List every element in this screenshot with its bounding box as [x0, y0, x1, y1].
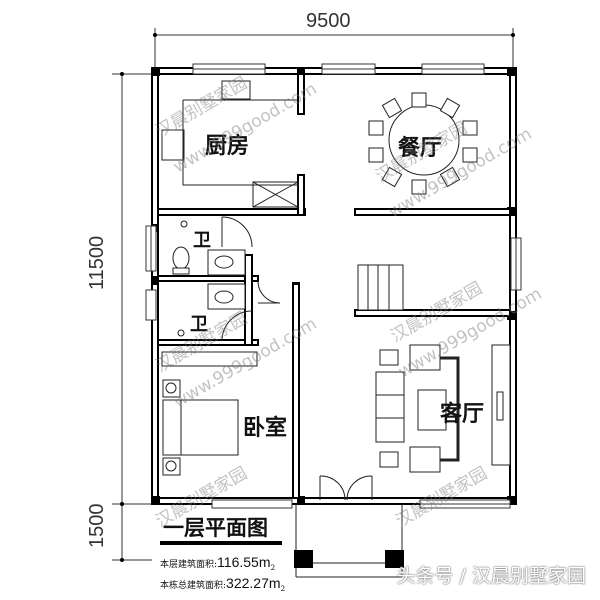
room-label-bedroom: 卧室	[243, 416, 288, 441]
depth-dimension: 11500	[86, 235, 108, 290]
staircase	[357, 264, 404, 311]
dimension-lines	[112, 28, 514, 561]
room-label-bathroom-lower: 卫	[190, 314, 208, 335]
room-label-living: 客厅	[440, 402, 485, 427]
entrance-door	[319, 475, 373, 501]
interior-walls	[157, 73, 511, 499]
living-room-furniture	[375, 344, 511, 473]
bedroom-furniture	[161, 351, 258, 476]
room-label-dining: 餐厅	[398, 136, 443, 161]
dining-table	[368, 92, 478, 195]
credit-watermark: 头条号 / 汉晨别墅家园	[396, 565, 586, 587]
floor-area: 本层建筑面积:116.55m2	[160, 554, 276, 572]
windows	[145, 63, 522, 509]
porch-dimension: 1500	[86, 503, 108, 549]
room-label-kitchen: 厨房	[205, 134, 250, 159]
plan-title: 一层平面图	[163, 516, 268, 540]
kitchen-counter	[161, 80, 299, 208]
total-area: 本栋总建筑面积:322.27m2	[160, 575, 286, 593]
bathroom-fixtures	[172, 216, 281, 342]
width-dimension: 9500	[306, 10, 351, 32]
room-label-bathroom-upper: 卫	[193, 230, 211, 251]
